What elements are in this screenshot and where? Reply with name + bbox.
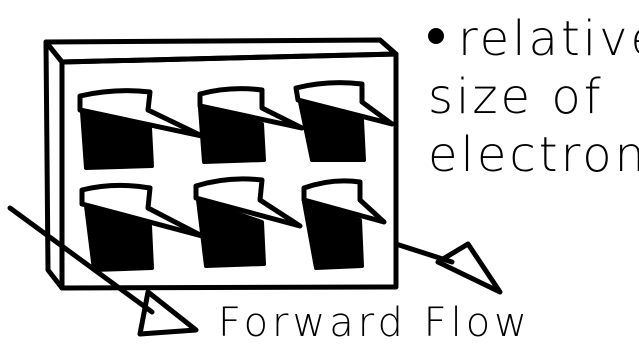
block-top-face: [46, 40, 396, 62]
bullet-icon: [428, 28, 444, 44]
note-line-1: relative: [428, 10, 639, 68]
electron-size-note: relative size of electron: [428, 10, 639, 184]
forward-flow-label: Forward Flow: [218, 300, 531, 346]
block-side-face: [46, 42, 62, 288]
cell-opening: [82, 112, 152, 168]
note-text-relative: relative: [458, 11, 639, 67]
note-line-3: electron: [428, 126, 639, 184]
cell-opening: [86, 206, 152, 270]
note-line-2: size of: [428, 68, 639, 126]
cell-opening: [300, 102, 364, 160]
forward-flow-arrow-right: [396, 244, 500, 292]
cell-opening: [198, 200, 264, 266]
